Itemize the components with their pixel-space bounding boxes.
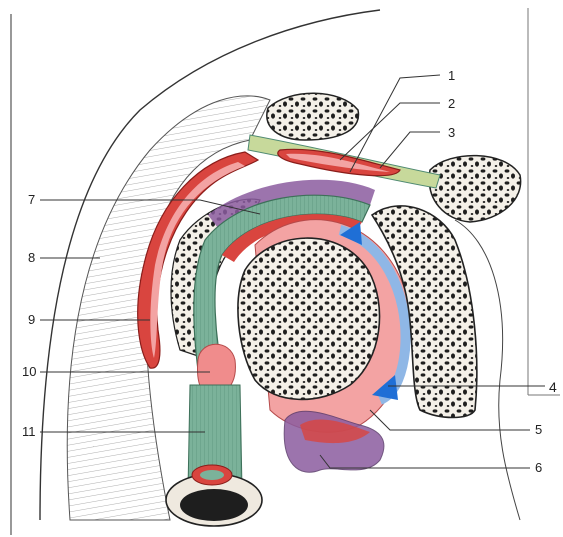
acromion-bone	[267, 93, 359, 140]
callout-1: 1	[448, 68, 455, 83]
callout-3: 3	[448, 125, 455, 140]
callout-6: 6	[535, 460, 542, 475]
callout-10: 10	[22, 364, 36, 379]
medullary-cavity	[180, 489, 248, 521]
callout-5: 5	[535, 422, 542, 437]
callout-9: 9	[28, 312, 35, 327]
callout-2: 2	[448, 96, 455, 111]
humeral-head	[238, 238, 380, 399]
callout-4: 4	[549, 379, 557, 395]
callout-8: 8	[28, 250, 35, 265]
callout-7: 7	[28, 192, 35, 207]
callout-11: 11	[22, 424, 36, 439]
tendon-core	[200, 470, 224, 480]
clavicle-bone	[429, 156, 520, 222]
